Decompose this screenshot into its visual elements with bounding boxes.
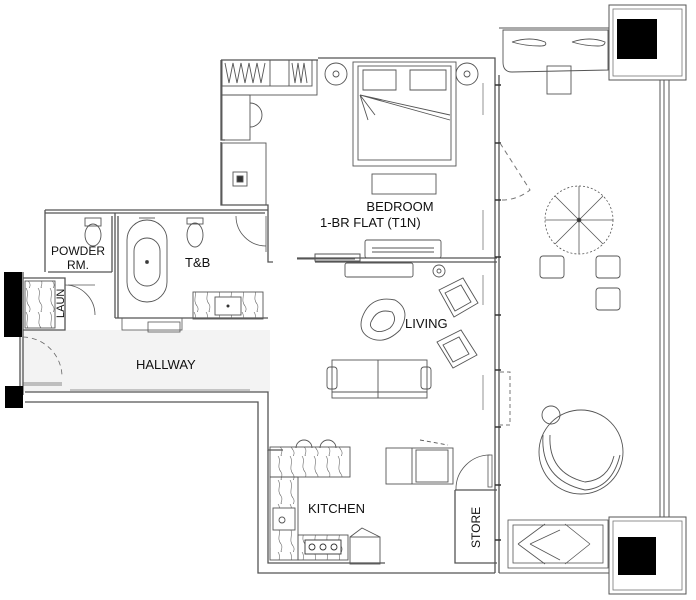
tv-console-icon xyxy=(297,239,442,278)
kitchen-sink-icon xyxy=(272,507,296,531)
desk-icon xyxy=(221,94,263,141)
bedroom-title: BEDROOM xyxy=(366,199,434,214)
balcony xyxy=(495,27,670,574)
shower-icon xyxy=(221,142,267,206)
fridge-icon xyxy=(349,527,381,565)
powder-room-line1: POWDER xyxy=(51,244,105,258)
tb-label: T&B xyxy=(185,255,211,270)
planter-icon xyxy=(507,519,609,569)
toilet-icon xyxy=(84,217,204,248)
bar-stool-icon xyxy=(295,439,337,449)
bedroom-label: BEDROOM xyxy=(340,200,460,213)
washer-icon xyxy=(24,280,56,329)
store-label: STORE xyxy=(469,506,483,548)
laundry-door xyxy=(64,284,96,316)
sliding-partition xyxy=(314,253,361,262)
powder-room-line2: RM. xyxy=(67,258,89,272)
daybed-icon xyxy=(502,29,609,95)
kitchen-label: KITCHEN xyxy=(308,501,366,516)
coffee-table-icon xyxy=(360,298,406,341)
bench-icon xyxy=(371,173,437,195)
floor-lamp-icon xyxy=(432,264,446,278)
flat-type-label: 1-BR FLAT (T1N) xyxy=(320,215,421,230)
column-icon xyxy=(608,4,687,595)
sofa-icon xyxy=(326,359,432,399)
armchair-icon xyxy=(436,277,479,369)
tree-icon xyxy=(544,185,614,255)
nightstand-lamp-icon xyxy=(324,62,479,86)
round-daybed-icon xyxy=(538,405,624,495)
hallway-floor xyxy=(20,330,270,392)
entry-door xyxy=(22,336,63,386)
vanity-sink-icon xyxy=(192,291,264,320)
bathtub-icon xyxy=(126,217,168,303)
bed-icon xyxy=(352,61,457,167)
column-icon xyxy=(4,272,23,408)
tb-door xyxy=(235,215,267,252)
laundry-label: LAUN xyxy=(55,288,67,318)
store-door xyxy=(455,454,493,491)
lounge-chair-icon xyxy=(539,255,621,311)
powder-room-label: POWDER RM. xyxy=(50,244,106,272)
hallway-label: HALLWAY xyxy=(136,357,196,372)
tall-cabinets xyxy=(385,439,454,485)
wardrobe-icon xyxy=(221,59,318,96)
tb-step xyxy=(121,317,183,333)
living-label: LIVING xyxy=(405,316,448,331)
cooktop-icon xyxy=(304,539,342,555)
